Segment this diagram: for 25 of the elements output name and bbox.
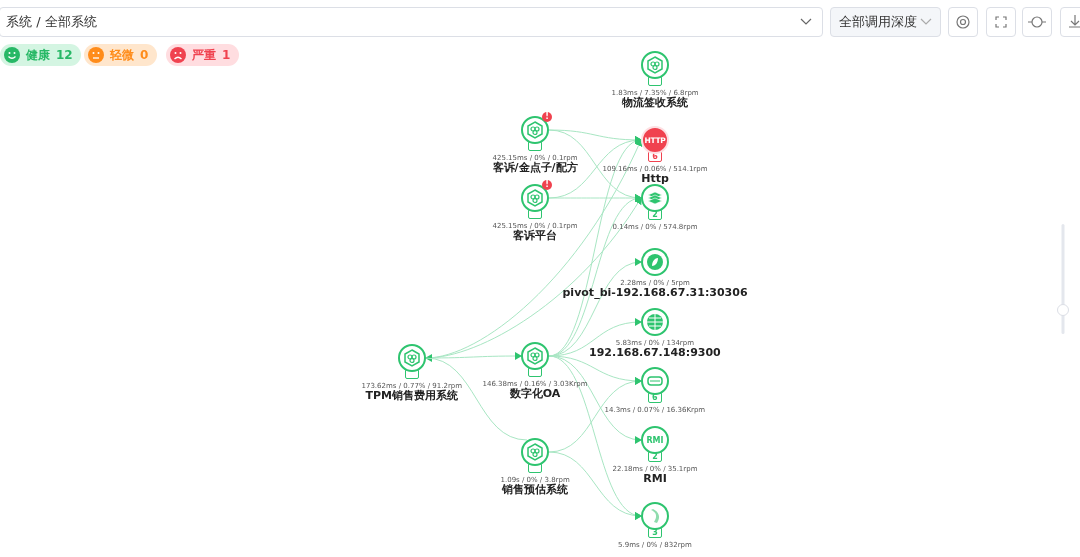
connector-arrow bbox=[548, 451, 642, 520]
node-name: 物流签收系统 bbox=[622, 97, 689, 109]
node-name: Http bbox=[641, 173, 669, 185]
node-name: TPM销售费用系统 bbox=[365, 390, 459, 402]
node-name: 客诉平台 bbox=[513, 230, 557, 242]
depth-select: 全部调用深度 bbox=[830, 7, 941, 37]
status-count: 0 bbox=[140, 48, 149, 62]
node-icon: RMI bbox=[641, 426, 669, 454]
connector-arrow bbox=[425, 352, 522, 362]
status-count: 12 bbox=[56, 48, 73, 62]
alert-badge: ! bbox=[542, 180, 552, 190]
node-name: 192.168.67.148:9300 bbox=[589, 347, 721, 359]
system-select: 系统 / 全部系统 bbox=[0, 7, 823, 37]
alert-badge: ! bbox=[542, 112, 552, 122]
connector-arrow bbox=[548, 377, 642, 453]
status-label: 健康 bbox=[26, 46, 50, 64]
node-name: 客诉/金点子/配方 bbox=[492, 162, 578, 174]
node-name: 销售预估系统 bbox=[502, 484, 569, 496]
connector-arrow bbox=[548, 318, 642, 357]
node-name: pivot_bi-192.168.67.31:30306 bbox=[562, 287, 748, 299]
status-label: 轻微 bbox=[110, 46, 134, 64]
node-name: 数字化OA bbox=[509, 388, 561, 400]
status-label: 严重 bbox=[192, 46, 216, 64]
status-count: 1 bbox=[222, 48, 231, 62]
node-name: RMI bbox=[643, 473, 667, 485]
